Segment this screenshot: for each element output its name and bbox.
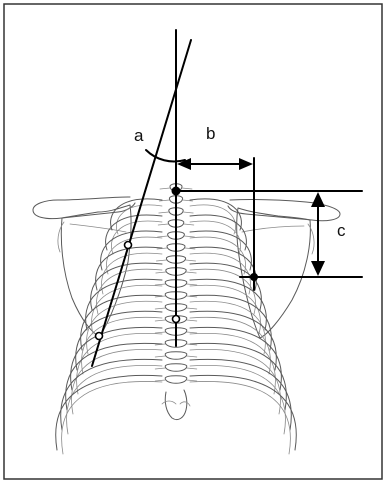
distance-c-arrowhead-top — [311, 192, 325, 207]
landmark-spine-upper — [172, 187, 180, 195]
rib-edge — [190, 333, 275, 394]
vertebra — [165, 376, 187, 384]
label-c: c — [337, 221, 346, 240]
rib-edge — [190, 205, 236, 234]
rib — [190, 199, 241, 230]
label-b: b — [206, 124, 215, 143]
rib — [190, 343, 286, 410]
vertebra — [165, 352, 187, 360]
landmark-scapula-lower — [96, 333, 103, 340]
label-a: a — [134, 126, 144, 145]
rib-edge — [190, 381, 290, 454]
rib — [111, 199, 162, 230]
rib-edge — [62, 381, 162, 454]
rib-edge — [106, 237, 162, 274]
right-scapula-spine — [242, 226, 304, 232]
rib-edge — [101, 253, 162, 294]
landmark-scapula-upper — [125, 242, 132, 249]
angle-arc-a — [146, 150, 185, 162]
rib-edge — [92, 285, 162, 334]
vertebra — [165, 364, 187, 372]
landmark-spine-lower — [173, 316, 180, 323]
rib-edge — [77, 333, 162, 394]
distance-b-arrowhead-right — [239, 158, 253, 170]
transverse-process — [155, 368, 197, 369]
landmark-scapula-inferior — [251, 274, 258, 281]
transverse-process — [155, 356, 197, 357]
rib — [86, 279, 162, 330]
measurements — [92, 30, 362, 366]
rib — [61, 359, 162, 430]
lower-spine-detail — [162, 401, 190, 406]
transverse-process — [155, 380, 197, 381]
rib-edge — [96, 269, 162, 314]
skeleton-drawing — [33, 184, 340, 454]
lower-spine — [165, 390, 187, 420]
distance-c-arrowhead-bottom — [311, 261, 325, 276]
rib — [66, 343, 162, 410]
rib — [190, 359, 291, 430]
rib — [106, 215, 162, 250]
